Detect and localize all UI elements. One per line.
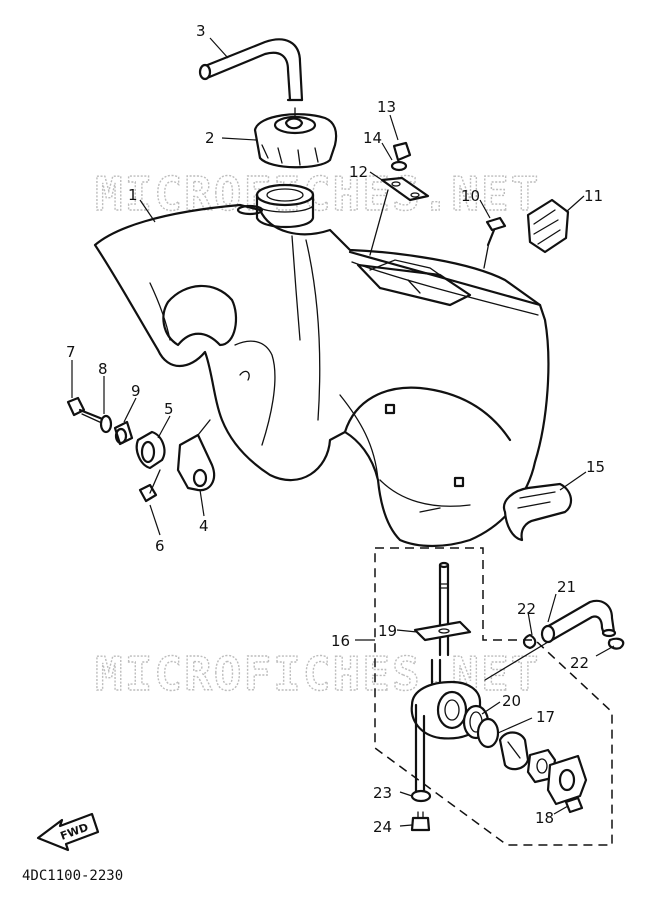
- washer-8: [99, 414, 113, 434]
- callout-17: 17: [536, 708, 555, 726]
- callout-19: 19: [378, 622, 397, 640]
- collar-9: [113, 420, 134, 446]
- callout-4: 4: [199, 517, 209, 535]
- callout-9: 9: [131, 382, 141, 400]
- clip-22-right: [607, 637, 625, 650]
- callout-22-left: 22: [517, 600, 536, 618]
- fwd-arrow: FWD: [36, 812, 100, 852]
- callout-8: 8: [98, 360, 108, 378]
- bracket-12: [369, 176, 430, 256]
- callout-14: 14: [363, 129, 382, 147]
- fuel-cock-assembly-box: [374, 547, 613, 846]
- callout-13: 13: [377, 98, 396, 116]
- damper-15: [502, 482, 573, 542]
- callout-3: 3: [196, 22, 206, 40]
- fuel-strainer-pipe: [438, 561, 450, 657]
- watermark-top: MICROFICHES.NET: [95, 167, 540, 221]
- leader-lines: [71, 37, 615, 827]
- breather-hose: [198, 38, 304, 119]
- callout-20: 20: [502, 692, 521, 710]
- callout-16: 16: [331, 632, 350, 650]
- callout-2: 2: [205, 129, 215, 147]
- bolt-6: [138, 469, 161, 503]
- fuel-filler-cap: [253, 113, 338, 169]
- gasket-19: [413, 620, 472, 642]
- diagram-part-code: 4DC1100-2230: [22, 868, 123, 884]
- washer-14: [390, 160, 408, 172]
- cover-plate: [546, 754, 588, 806]
- fuel-hose-21: [484, 599, 617, 681]
- callout-21: 21: [557, 578, 576, 596]
- damper-5: [135, 430, 166, 470]
- screw-10: [483, 216, 507, 269]
- screw-18: [564, 796, 584, 814]
- callout-1: 1: [128, 186, 138, 204]
- bracket-4: [176, 419, 216, 492]
- callout-11: 11: [584, 187, 603, 205]
- callout-23: 23: [373, 784, 392, 802]
- damper-11: [526, 198, 570, 254]
- callout-24: 24: [373, 818, 392, 836]
- callout-6: 6: [155, 537, 165, 555]
- callout-5: 5: [164, 400, 174, 418]
- lever: [498, 731, 530, 771]
- callout-10: 10: [461, 187, 480, 205]
- callout-7: 7: [66, 343, 76, 361]
- callout-15: 15: [586, 458, 605, 476]
- clip-22-left: [522, 633, 537, 650]
- callout-18: 18: [535, 809, 554, 827]
- bolt-7: [66, 396, 107, 425]
- drain-bolt-24: [410, 811, 431, 832]
- callout-22-right: 22: [570, 654, 589, 672]
- gasket-23: [410, 789, 432, 803]
- fuel-tank: [93, 183, 550, 548]
- o-ring-17: [476, 717, 500, 749]
- callout-12: 12: [349, 163, 368, 181]
